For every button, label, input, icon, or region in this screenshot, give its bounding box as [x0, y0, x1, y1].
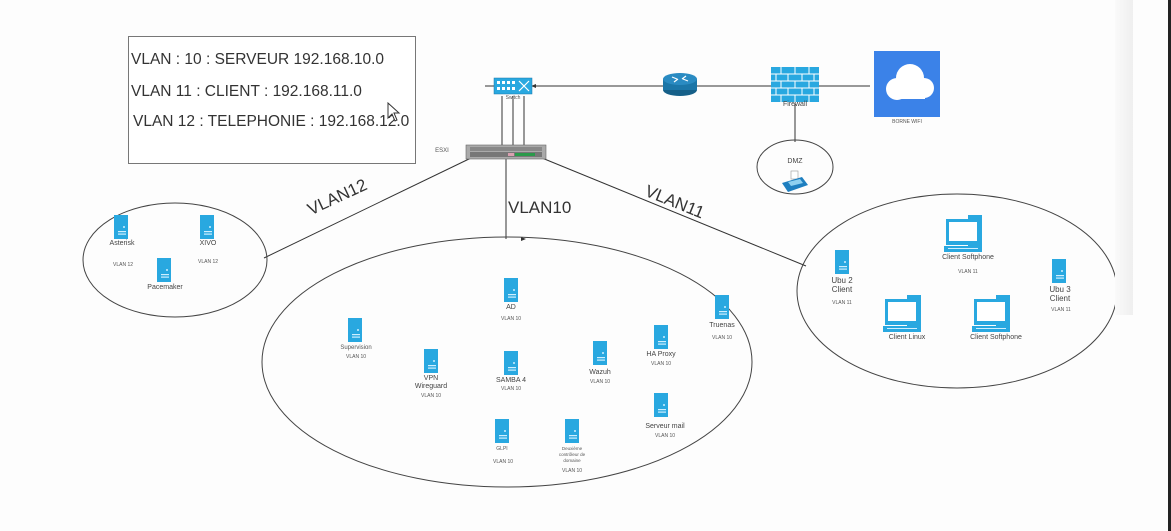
- server-vlan: VLAN 10: [420, 393, 442, 399]
- router-icon: [663, 73, 697, 96]
- server-icon: [654, 325, 668, 349]
- server-vlan: VLAN 10: [654, 433, 676, 439]
- link-vlan11: [541, 157, 807, 267]
- client-name: Ubu 2 Client: [831, 276, 853, 294]
- desktop-computer-icon: [972, 295, 1010, 332]
- page-shadow: [1115, 0, 1133, 315]
- legend-line-vlan10: VLAN : 10 : SERVEUR 192.168.10.0: [131, 51, 385, 68]
- legend-line-vlan12: VLAN 12 : TELEPHONIE : 192.168.12.0: [133, 113, 410, 130]
- server-vlan: VLAN 10: [650, 361, 672, 367]
- client-vlan: VLAN 11: [832, 300, 852, 306]
- server-name: Pacemaker: [147, 284, 183, 291]
- server-name: Truenas: [709, 322, 735, 329]
- server-vlan: VLAN 10: [500, 386, 522, 392]
- server-name: AD: [506, 304, 516, 311]
- server-icon: [504, 278, 518, 302]
- server-icon: [157, 258, 171, 282]
- client-name: Ubu 3 Client: [1049, 285, 1071, 303]
- server-name: HA Proxy: [646, 351, 676, 358]
- link-label-vlan10: VLAN10: [508, 198, 572, 217]
- dmz-zone: [756, 139, 834, 195]
- dmz-label: DMZ: [787, 158, 803, 165]
- server-icon: [200, 215, 214, 239]
- server-name: Serveur mail: [645, 423, 685, 430]
- server-icon: [348, 318, 362, 342]
- server-vlan: VLAN 12: [112, 262, 134, 268]
- server-icon: [835, 250, 849, 274]
- server-vlan: VLAN 10: [345, 354, 367, 360]
- vlan10-zone: [261, 236, 753, 488]
- window-edge: [1168, 0, 1171, 531]
- vlan12-zone: [82, 202, 268, 318]
- server-icon: [424, 349, 438, 373]
- firewall-icon: [771, 67, 819, 102]
- server-vlan: VLAN 10: [492, 459, 514, 465]
- dmz-device-icon: [782, 170, 808, 192]
- client-vlan: VLAN 11: [1051, 307, 1071, 313]
- server-icon: [495, 419, 509, 443]
- server-vlan: VLAN 10: [589, 379, 611, 385]
- client-name: Client Softphone: [942, 254, 994, 261]
- server-icon: [114, 215, 128, 239]
- vlan-legend-box[interactable]: VLAN : 10 : SERVEUR 192.168.10.0 VLAN 11…: [128, 36, 416, 164]
- arrow-head: [531, 84, 536, 88]
- server-icon: [715, 295, 729, 319]
- switch-label: Switch: [505, 95, 521, 101]
- client-name: Client Linux: [888, 334, 926, 341]
- server-vlan: VLAN 10: [500, 316, 522, 322]
- server-icon: [504, 351, 518, 375]
- esxi-label: ESXI: [435, 148, 449, 154]
- server-name: XIVO: [199, 240, 217, 247]
- server-icon: [1052, 259, 1066, 283]
- server-name: Supervision: [340, 345, 372, 351]
- desktop-computer-icon: [883, 295, 921, 332]
- server-name: VPN Wireguard: [414, 375, 448, 390]
- client-name: Client Softphone: [970, 334, 1022, 341]
- firewall-label: Firewall: [782, 101, 808, 108]
- server-name: SAMBA 4: [496, 377, 526, 384]
- wifi-cloud-icon: [874, 51, 940, 117]
- server-name: Wazuh: [589, 369, 611, 376]
- server-name: GLPI: [496, 446, 508, 452]
- server-vlan: VLAN 10: [561, 468, 583, 474]
- esxi-server-icon: [465, 144, 547, 160]
- server-name: Deuxième contrôleur de domaine: [558, 446, 586, 463]
- mouse-cursor-icon: [387, 102, 401, 122]
- client-vlan: VLAN 11: [958, 269, 978, 275]
- server-name: Asterisk: [109, 240, 135, 247]
- server-icon: [565, 419, 579, 443]
- link-vlan12: [263, 157, 472, 259]
- server-vlan: VLAN 12: [197, 259, 219, 265]
- server-icon: [654, 393, 668, 417]
- server-vlan: VLAN 10: [711, 335, 733, 341]
- server-icon: [593, 341, 607, 365]
- legend-line-vlan11: VLAN 11 : CLIENT : 192.168.11.0: [131, 83, 362, 100]
- desktop-computer-icon: [944, 215, 982, 252]
- switch-icon: [493, 77, 533, 95]
- wifi-label: BORNE WIFI: [892, 119, 922, 125]
